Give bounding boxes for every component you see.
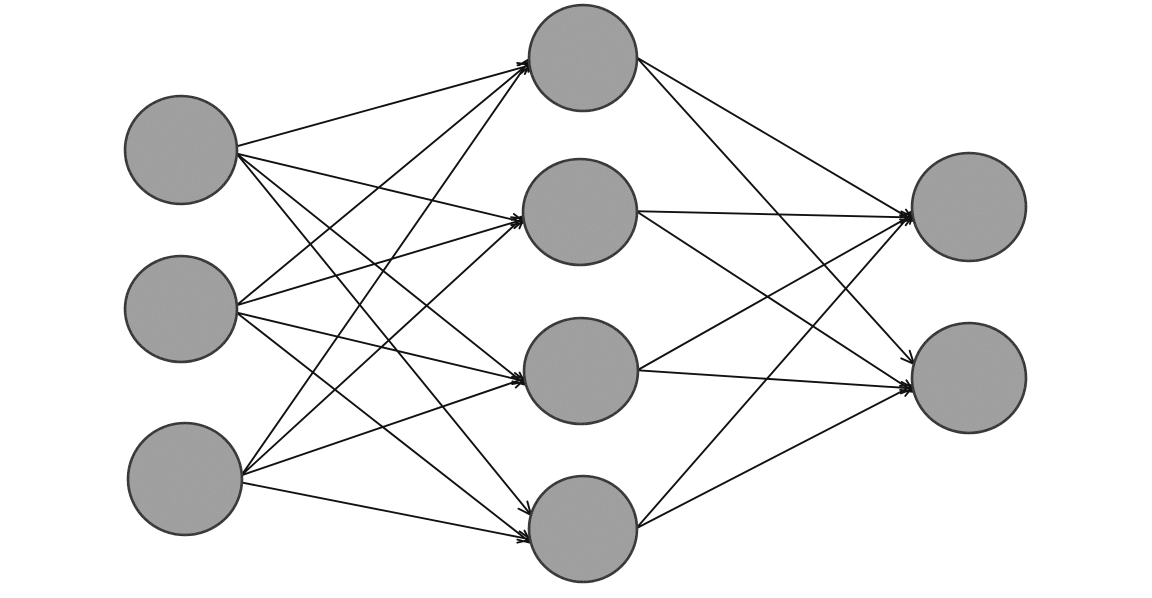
edge-hidden-1-to-output-1: [634, 55, 915, 222]
connection-line: [239, 57, 532, 479]
edge-input-1-to-hidden-4: [234, 150, 532, 516]
connection-line: [239, 481, 532, 541]
connection-line: [634, 384, 915, 530]
connection-line: [634, 209, 915, 531]
connection-line: [634, 210, 915, 219]
hidden-node-1: [527, 3, 639, 113]
edge-input-3-to-hidden-2: [239, 214, 526, 478]
edge-input-3-to-hidden-1: [239, 57, 532, 479]
connections: [234, 54, 915, 544]
connection-line: [234, 60, 532, 308]
edge-hidden-4-to-output-1: [634, 209, 915, 531]
connection-line: [234, 150, 532, 516]
hidden-node-4: [527, 474, 639, 584]
connection-line: [234, 64, 532, 148]
neurons: [123, 3, 1028, 584]
edge-input-3-to-hidden-3: [239, 375, 527, 477]
connection-line: [635, 213, 915, 372]
input-node-3: [126, 421, 244, 537]
edge-hidden-1-to-output-2: [634, 54, 915, 365]
connection-line: [239, 377, 527, 477]
connection-line: [634, 55, 915, 222]
edge-input-3-to-hidden-4: [239, 481, 532, 544]
connection-line: [234, 218, 526, 307]
connection-line: [234, 151, 527, 386]
connection-line: [239, 214, 526, 478]
input-node-1: [123, 94, 239, 206]
connection-line: [635, 369, 915, 390]
connection-line: [634, 209, 915, 393]
edge-hidden-3-to-output-2: [635, 369, 915, 395]
connection-line: [634, 54, 915, 365]
output-node-1: [910, 151, 1028, 263]
connection-line: [234, 152, 526, 224]
edge-input-1-to-hidden-1: [234, 61, 532, 148]
edge-input-1-to-hidden-2: [234, 152, 526, 227]
edge-input-2-to-hidden-2: [234, 216, 526, 307]
hidden-node-3: [522, 316, 640, 426]
edge-hidden-4-to-output-2: [634, 384, 915, 530]
output-node-2: [910, 321, 1028, 435]
input-node-2: [123, 254, 239, 364]
hidden-node-2: [521, 157, 639, 267]
edge-hidden-2-to-output-1: [634, 210, 915, 224]
